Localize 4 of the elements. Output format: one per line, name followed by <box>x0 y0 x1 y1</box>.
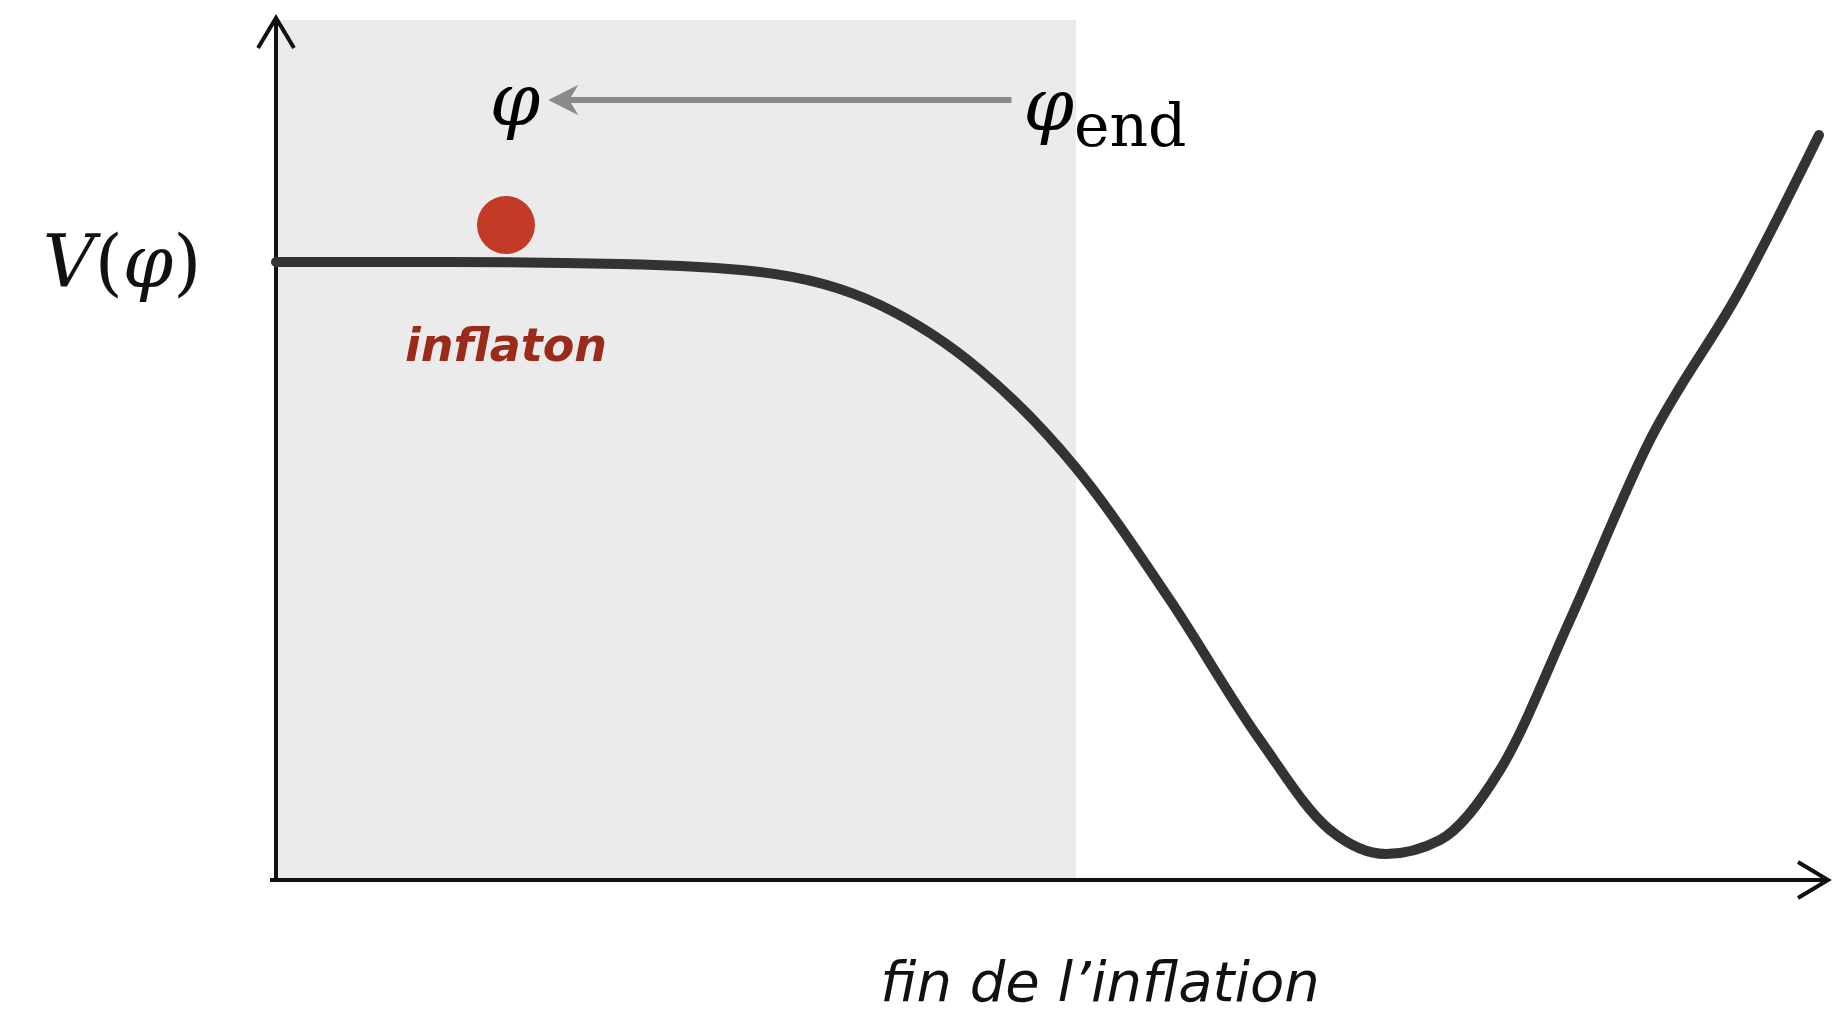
ball-label: inflaton <box>404 322 608 368</box>
axis-caption: fin de l’inflation <box>880 954 1320 1010</box>
math-symbol: φ$_{end}$ <box>1023 69 1187 155</box>
arrow <box>548 85 1012 115</box>
